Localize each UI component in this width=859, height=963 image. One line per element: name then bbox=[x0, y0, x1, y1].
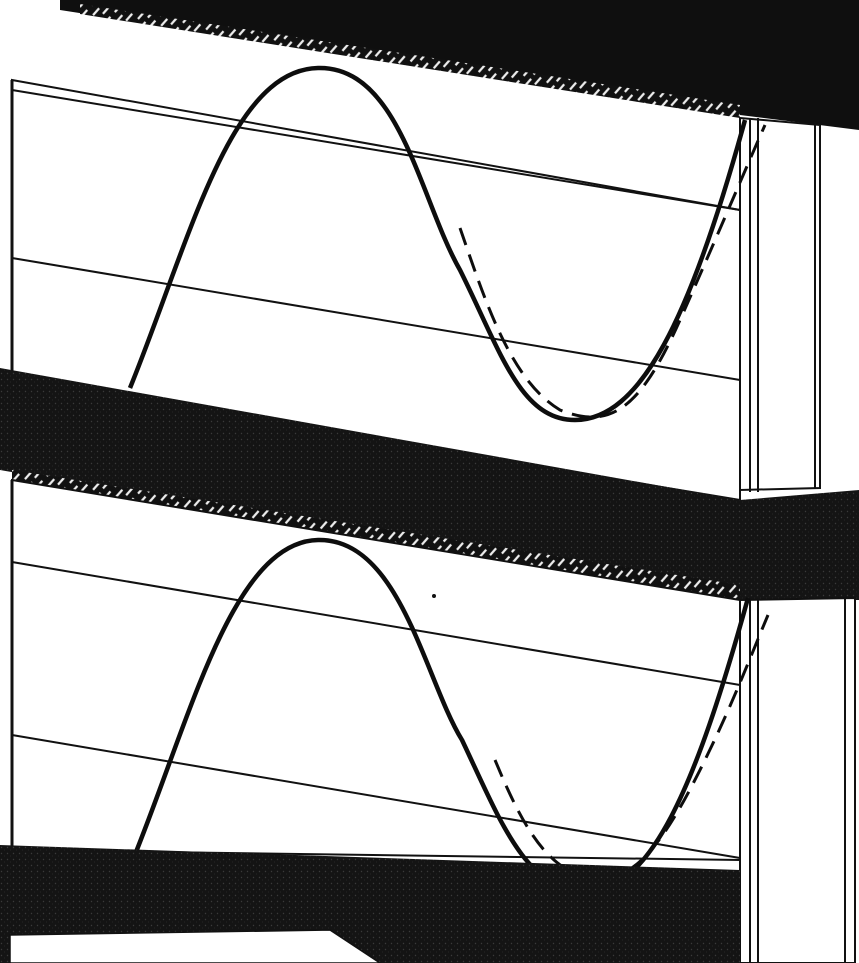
lower-slab-line-2 bbox=[11, 734, 741, 859]
lower-panel bbox=[10, 478, 856, 963]
middle-dark-band bbox=[0, 368, 859, 600]
upper-slab-line-2 bbox=[11, 257, 741, 381]
ink-dot bbox=[432, 594, 436, 598]
upper-slab-line-1 bbox=[11, 89, 741, 211]
upper-right-plate bbox=[739, 116, 821, 492]
lower-right-plate bbox=[739, 596, 856, 963]
upper-panel bbox=[10, 0, 859, 502]
lower-dashed-curve bbox=[493, 614, 770, 881]
upper-dashed-curve bbox=[458, 124, 767, 419]
upper-top-hatch-band bbox=[80, 4, 740, 118]
upper-solid-curve bbox=[127, 65, 748, 423]
bottom-partial-slab bbox=[9, 929, 382, 963]
lower-slab-line-1 bbox=[11, 561, 741, 686]
